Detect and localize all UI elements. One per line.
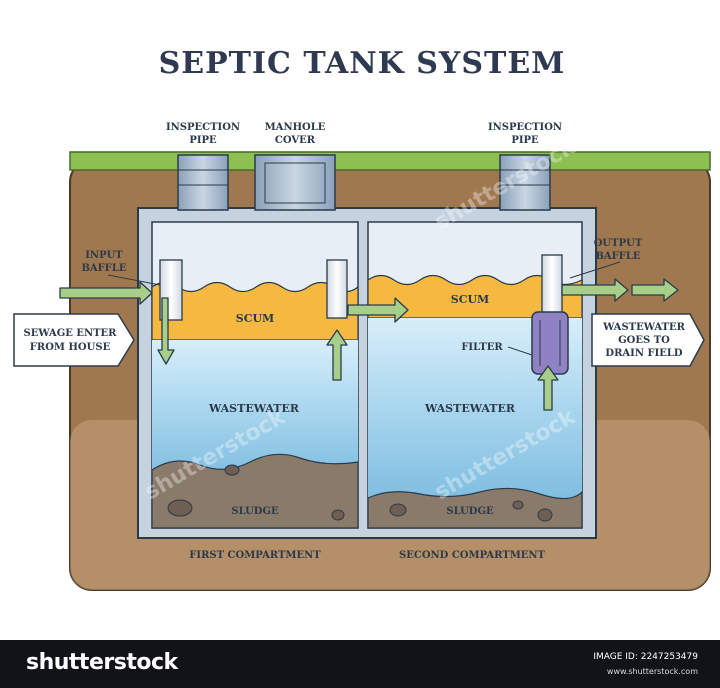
- input-baffle-label-2: BAFFLE: [81, 263, 126, 274]
- brand-logo[interactable]: shutterstock: [26, 650, 178, 675]
- page-title: SEPTIC TANK SYSTEM: [159, 46, 566, 81]
- manhole-rim: [264, 162, 326, 204]
- inspection-pipe-left-label-1: INSPECTION: [166, 122, 240, 133]
- sludge-label-first: SLUDGE: [231, 506, 279, 517]
- sludge-stones: [167, 464, 553, 522]
- first-compartment-label: FIRST COMPARTMENT: [189, 550, 321, 561]
- pipe-body: [177, 154, 229, 211]
- stone: [389, 503, 407, 517]
- outflow-arrow-2: [631, 278, 679, 302]
- drain-label-3: DRAIN FIELD: [605, 348, 682, 359]
- wastewater-label-first: WASTEWATER: [208, 402, 300, 415]
- transfer-arrow: [347, 297, 409, 323]
- filter-label: FILTER: [461, 342, 503, 353]
- sludge-second: [367, 487, 583, 529]
- stone: [512, 500, 524, 510]
- first-compartment: [151, 221, 359, 529]
- drain-field-sign: [591, 313, 705, 367]
- scum-label-second: SCUM: [451, 293, 489, 306]
- flow-arrows: [59, 278, 679, 411]
- footer-bar: shutterstock IMAGE ID: 2247253479 www.sh…: [0, 640, 720, 688]
- sewage-label-2: FROM HOUSE: [30, 342, 111, 353]
- sewage-label-1: SEWAGE ENTER: [24, 328, 118, 339]
- wastewater-label-second: WASTEWATER: [424, 402, 516, 415]
- down-arrow-first: [157, 297, 175, 365]
- inflow-arrow: [59, 281, 153, 305]
- stone: [537, 508, 553, 522]
- manhole-body: [254, 154, 336, 211]
- input-baffle-callout: [107, 274, 161, 286]
- inspection-pipe-right-label-2: PIPE: [511, 135, 539, 146]
- drain-label-1: WASTEWATER: [602, 322, 686, 333]
- manhole-cover-label-2: COVER: [275, 135, 316, 146]
- second-compartment-label: SECOND COMPARTMENT: [399, 550, 546, 561]
- drain-label-2: GOES TO: [618, 335, 670, 346]
- sludge-label-second: SLUDGE: [446, 506, 494, 517]
- output-baffle-label-2: BAFFLE: [595, 251, 640, 262]
- output-baffle-label-1: OUTPUT: [594, 238, 643, 249]
- inspection-pipe-left: [177, 154, 229, 211]
- stone: [331, 509, 345, 521]
- stone: [224, 464, 240, 476]
- manhole-cover-label-1: MANHOLE: [265, 122, 326, 133]
- grass-strip: [69, 151, 711, 171]
- callout-lines: [107, 261, 621, 356]
- outflow-arrow: [561, 278, 629, 302]
- wastewater-first: [152, 340, 358, 480]
- manhole-cover: [254, 154, 336, 211]
- inspection-pipe-right: [499, 154, 551, 211]
- sludge-first: [151, 453, 359, 529]
- scum-label-first: SCUM: [236, 312, 274, 325]
- up-arrow-second: [537, 365, 559, 411]
- pipe-body: [499, 154, 551, 211]
- filter-callout: [507, 346, 533, 356]
- stone: [167, 499, 193, 517]
- up-arrow-first: [326, 329, 348, 381]
- sewage-sign: [13, 313, 135, 367]
- output-baffle-callout: [569, 261, 621, 279]
- inspection-pipe-right-label-1: INSPECTION: [488, 122, 562, 133]
- image-id: IMAGE ID: 2247253479: [593, 652, 698, 662]
- inspection-pipe-left-label-2: PIPE: [189, 135, 217, 146]
- site-url[interactable]: www.shutterstock.com: [606, 667, 698, 676]
- baffle-pipes: [159, 254, 569, 375]
- effluent-filter: [531, 311, 569, 375]
- output-baffle: [541, 254, 563, 314]
- septic-tank-diagram: SEPTIC TANK SYSTEM: [13, 46, 711, 591]
- input-baffle-label-1: INPUT: [85, 250, 123, 261]
- transfer-pipe: [326, 259, 348, 319]
